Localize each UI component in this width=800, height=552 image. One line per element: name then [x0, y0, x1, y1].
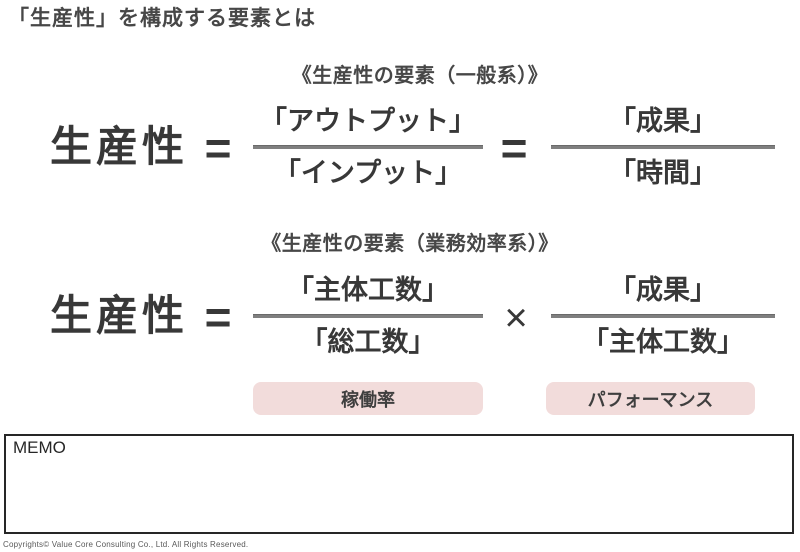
fraction-numerator: 「主体工数」 — [287, 275, 449, 305]
memo-label: MEMO — [13, 438, 66, 457]
page-title: 「生産性」を構成する要素とは — [8, 7, 316, 30]
productivity-lhs-efficiency: 生産性 — [50, 292, 189, 339]
equals-operator: = — [500, 122, 528, 174]
fraction-bar — [551, 314, 775, 318]
multiply-operator: × — [504, 296, 528, 340]
fraction-result-over-time: 「成果」 「時間」 — [551, 100, 775, 194]
fraction-denominator: 「インプット」 — [273, 158, 463, 188]
section-general-heading: 《生産性の要素（一般系）》 — [291, 65, 549, 87]
fraction-denominator: 「主体工数」 — [582, 327, 744, 357]
fraction-numerator: 「アウトプット」 — [260, 106, 476, 136]
fraction-bar — [551, 145, 775, 149]
section-efficiency-heading: 《生産性の要素（業務効率系）》 — [261, 233, 559, 255]
fraction-bar — [253, 314, 483, 318]
fraction-output-over-input: 「アウトプット」 「インプット」 — [253, 100, 483, 194]
fraction-result-over-core-hours: 「成果」 「主体工数」 — [551, 269, 775, 363]
memo-box: MEMO — [4, 434, 794, 534]
fraction-denominator: 「総工数」 — [300, 327, 436, 357]
performance-label: パフォーマンス — [546, 382, 755, 415]
fraction-bar — [253, 145, 483, 149]
equals-operator: = — [204, 291, 232, 343]
copyright-text: Copyrights© Value Core Consulting Co., L… — [3, 540, 249, 549]
equals-operator: = — [204, 122, 232, 174]
fraction-core-hours-over-total-hours: 「主体工数」 「総工数」 — [253, 269, 483, 363]
fraction-numerator: 「成果」 — [609, 275, 717, 305]
fraction-denominator: 「時間」 — [609, 158, 717, 188]
fraction-numerator: 「成果」 — [609, 106, 717, 136]
utilization-rate-label: 稼働率 — [253, 382, 483, 415]
productivity-lhs-general: 生産性 — [50, 123, 189, 170]
